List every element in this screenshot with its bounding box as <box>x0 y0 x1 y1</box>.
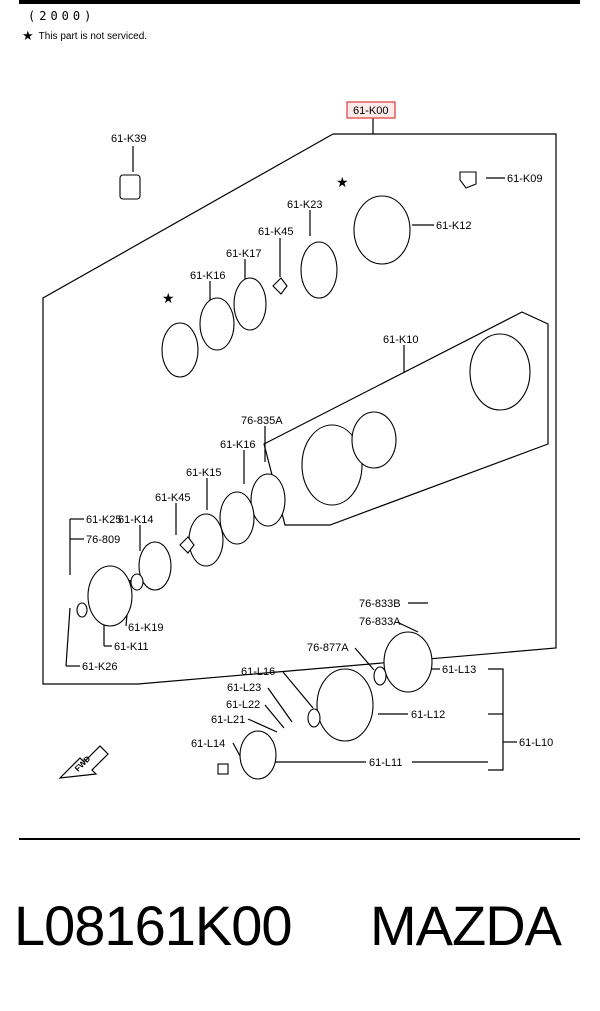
part-label-809[interactable]: 76-809 <box>86 534 120 546</box>
k26-seal <box>76 602 88 618</box>
top-rule <box>19 0 580 4</box>
part-label-k16-lower[interactable]: 61-K16 <box>220 439 255 451</box>
part-label-k45[interactable]: 61-K45 <box>258 226 293 238</box>
part-label-l14[interactable]: 61-L14 <box>191 738 225 750</box>
k00-highlight <box>346 101 396 119</box>
part-label-l16[interactable]: 61-L16 <box>241 666 275 678</box>
bottom-rule <box>19 838 580 840</box>
k16-reed <box>199 297 235 351</box>
l11-hub <box>239 730 277 780</box>
part-label-k15[interactable]: 61-K15 <box>186 467 221 479</box>
k10-cylinder <box>301 424 363 506</box>
part-label-835a[interactable]: 76-835A <box>241 415 283 427</box>
part-label-l11[interactable]: 61-L11 <box>369 757 402 769</box>
part-label-l22[interactable]: 61-L22 <box>226 699 260 711</box>
model-year: (2000) <box>28 9 96 23</box>
part-label-k00[interactable]: 61-K00 <box>353 105 388 117</box>
part-label-l10[interactable]: 61-L10 <box>519 737 553 749</box>
k12-front-head <box>353 195 411 265</box>
k10-rear-head <box>469 333 531 411</box>
k15-reed <box>219 491 255 545</box>
part-label-k45-lower[interactable]: 61-K45 <box>155 492 190 504</box>
part-label-k39[interactable]: 61-K39 <box>111 133 146 145</box>
part-label-k14[interactable]: 61-K14 <box>118 514 153 526</box>
k17-plate <box>233 277 267 331</box>
k14-plate <box>188 513 224 567</box>
fwd-arrow-icon: FWD <box>58 745 109 779</box>
part-label-k10[interactable]: 61-K10 <box>383 334 418 346</box>
k39-part <box>119 174 141 200</box>
part-label-k25[interactable]: 61-K25 <box>86 514 121 526</box>
part-label-k09[interactable]: 61-K09 <box>507 173 542 185</box>
k45-lower <box>179 536 195 554</box>
l14-bolt <box>217 763 229 775</box>
k19-shaft-head <box>87 565 133 627</box>
part-label-k17[interactable]: 61-K17 <box>226 248 261 260</box>
k45-part <box>272 277 288 295</box>
k10-subassembly-outline <box>263 311 549 526</box>
star-icon: ★ <box>22 28 34 43</box>
l12-pulley <box>316 668 374 742</box>
brand-name: MAZDA <box>370 894 562 957</box>
part-label-k12[interactable]: 61-K12 <box>436 220 471 232</box>
part-label-833b[interactable]: 76-833B <box>359 598 401 610</box>
k16-lower <box>250 473 286 527</box>
part-label-k23[interactable]: 61-K23 <box>287 199 322 211</box>
assembly-outline <box>42 133 557 685</box>
k23-plate <box>300 241 338 299</box>
part-number: L08161K00 <box>14 894 293 957</box>
k10-oring <box>351 411 397 469</box>
k14-valve <box>138 541 172 591</box>
part-label-l12[interactable]: 61-L12 <box>411 709 445 721</box>
877a-ring <box>373 666 387 686</box>
k11-ring <box>130 573 144 591</box>
part-label-877a[interactable]: 76-877A <box>307 642 349 654</box>
k09-part <box>459 171 477 189</box>
part-label-k16[interactable]: 61-K16 <box>190 270 225 282</box>
l10-bracket <box>488 668 504 771</box>
part-label-k26[interactable]: 61-K26 <box>82 661 117 673</box>
star-icon: ★ <box>162 290 175 306</box>
part-label-k11[interactable]: 61-K11 <box>114 641 149 653</box>
legend-note: ★ This part is not serviced. <box>22 28 147 44</box>
part-label-l23[interactable]: 61-L23 <box>227 682 261 694</box>
part-label-833a[interactable]: 76-833A <box>359 616 401 628</box>
l16-ring <box>307 708 321 728</box>
star-icon: ★ <box>336 174 349 190</box>
l13-coil <box>383 631 433 693</box>
part-label-l13[interactable]: 61-L13 <box>442 664 476 676</box>
gasket-plate <box>161 322 199 378</box>
legend-note-text: This part is not serviced. <box>38 30 148 42</box>
part-label-l21[interactable]: 61-L21 <box>211 714 245 726</box>
part-label-k19[interactable]: 61-K19 <box>128 622 163 634</box>
